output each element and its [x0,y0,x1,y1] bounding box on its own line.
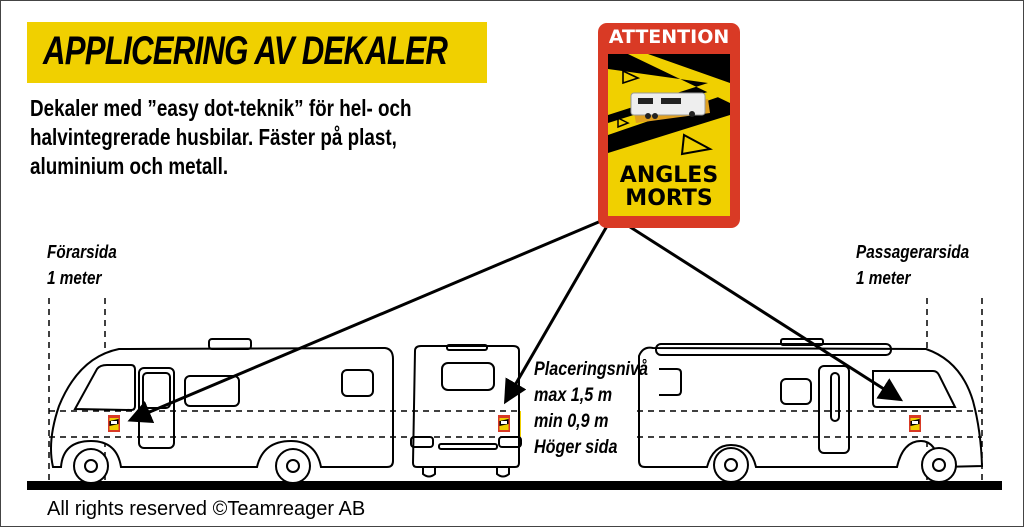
page-title: APPLICERING AV DEKALER [43,29,448,73]
sign-line-1: ANGLES [619,163,719,188]
passenger-distance-text: 1 meter [856,268,911,288]
min-height-text: min 0,9 m [534,411,609,432]
right-side-text: Höger sida [534,437,618,458]
driver-side-label: Förarsida 1 meter [47,239,117,291]
placement-level-label: Placeringsnivå max 1,5 m min 0,9 m Höger… [534,357,648,461]
description-text: Dekaler med ”easy dot-teknik” för hel- o… [30,95,412,179]
left-motorhome [50,338,394,484]
ground-line [27,481,1002,490]
sign-attention-text: ATTENTION [608,26,730,48]
passenger-side-label: Passagerarsida 1 meter [856,239,969,291]
right-motorhome [638,338,984,483]
passenger-side-text: Passagerarsida [856,242,970,262]
sign-line-2: MORTS [625,186,713,211]
copyright-text: All rights reserved ©Teamreager AB [47,498,366,520]
sign-angles-morts-text: ANGLES MORTS [598,164,740,210]
driver-distance-text: 1 meter [47,268,102,288]
title-banner [27,22,487,83]
driver-side-text: Förarsida [47,242,117,262]
max-height-text: max 1,5 m [534,385,613,406]
placement-level-text: Placeringsnivå [534,359,649,380]
blind-spot-sign: ATTENTION ANGLES MORTS [598,23,740,228]
